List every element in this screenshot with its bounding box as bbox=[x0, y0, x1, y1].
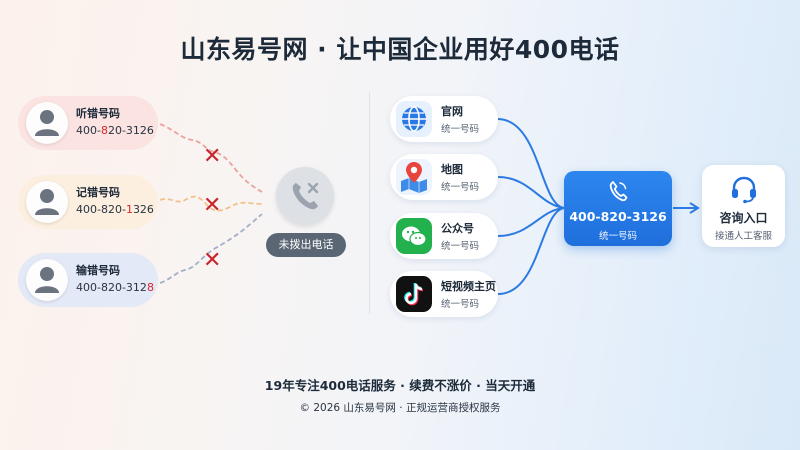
missed-call-icon bbox=[276, 167, 334, 225]
phone-icon bbox=[609, 181, 628, 202]
pill-label: 记错号码 bbox=[76, 186, 120, 199]
error-x-icon: ✕ bbox=[203, 144, 222, 169]
line-map bbox=[497, 176, 565, 209]
globe-icon bbox=[396, 101, 432, 137]
mistype-card: 输错号码 400-820-3128 bbox=[18, 253, 158, 307]
wechat-icon bbox=[396, 218, 432, 254]
unified-number: 400-820-3126 bbox=[569, 209, 667, 224]
pill-number: 400-820-3126 bbox=[76, 124, 154, 137]
channel-sub: 统一号码 bbox=[441, 124, 480, 135]
error-x-icon: ✕ bbox=[203, 248, 222, 273]
line-video bbox=[497, 207, 565, 295]
consult-entry-card[interactable]: 咨询入口 接通人工客服 bbox=[702, 165, 785, 247]
consult-sub: 接通人工客服 bbox=[714, 231, 772, 242]
unified-number-sub: 统一号码 bbox=[598, 231, 637, 242]
pill-label: 输错号码 bbox=[76, 264, 120, 277]
avatar bbox=[26, 181, 68, 223]
avatar bbox=[26, 102, 68, 144]
channel-name: 地图 bbox=[441, 163, 463, 176]
line-web bbox=[497, 118, 565, 209]
channel-map: 地图 统一号码 bbox=[390, 154, 498, 200]
channel-website: 官网 统一号码 bbox=[390, 96, 498, 142]
arrow-head-icon bbox=[689, 202, 700, 214]
line-mistype bbox=[159, 213, 263, 284]
map-pin-icon bbox=[396, 159, 432, 195]
channel-sub: 统一号码 bbox=[441, 241, 480, 252]
channel-wechat: 公众号 统一号码 bbox=[390, 213, 498, 259]
copyright: © 2026 山东易号网 · 正规运营商授权服务 bbox=[299, 402, 501, 414]
mishear-card: 听错号码 400-820-3126 bbox=[18, 96, 158, 150]
pill-number: 400-820-1326 bbox=[76, 203, 154, 216]
pill-label: 听错号码 bbox=[76, 107, 120, 120]
line-mishear bbox=[159, 123, 263, 193]
channel-name: 公众号 bbox=[441, 222, 474, 235]
error-x-icon: ✕ bbox=[203, 193, 222, 218]
channel-name: 短视频主页 bbox=[441, 280, 496, 293]
avatar bbox=[26, 259, 68, 301]
channel-name: 官网 bbox=[441, 105, 463, 118]
divider bbox=[369, 92, 370, 314]
consult-title: 咨询入口 bbox=[719, 211, 768, 225]
page-title: 山东易号网 · 让中国企业用好400电话 bbox=[180, 35, 620, 64]
tiktok-icon bbox=[396, 276, 432, 312]
unified-number-card: 400-820-3126 统一号码 bbox=[564, 171, 672, 246]
line-misremember bbox=[159, 195, 263, 212]
channel-sub: 统一号码 bbox=[441, 182, 480, 193]
headset-icon bbox=[732, 176, 756, 204]
missed-call-label: 未拨出电话 bbox=[266, 233, 346, 257]
tagline: 19年专注400电话服务 · 续费不涨价 · 当天开通 bbox=[264, 378, 536, 393]
misremember-card: 记错号码 400-820-1326 bbox=[18, 175, 158, 229]
pill-number: 400-820-3128 bbox=[76, 281, 154, 294]
channel-sub: 统一号码 bbox=[441, 299, 480, 310]
channel-short-video: 短视频主页 统一号码 bbox=[390, 271, 498, 317]
line-wechat bbox=[497, 207, 565, 237]
